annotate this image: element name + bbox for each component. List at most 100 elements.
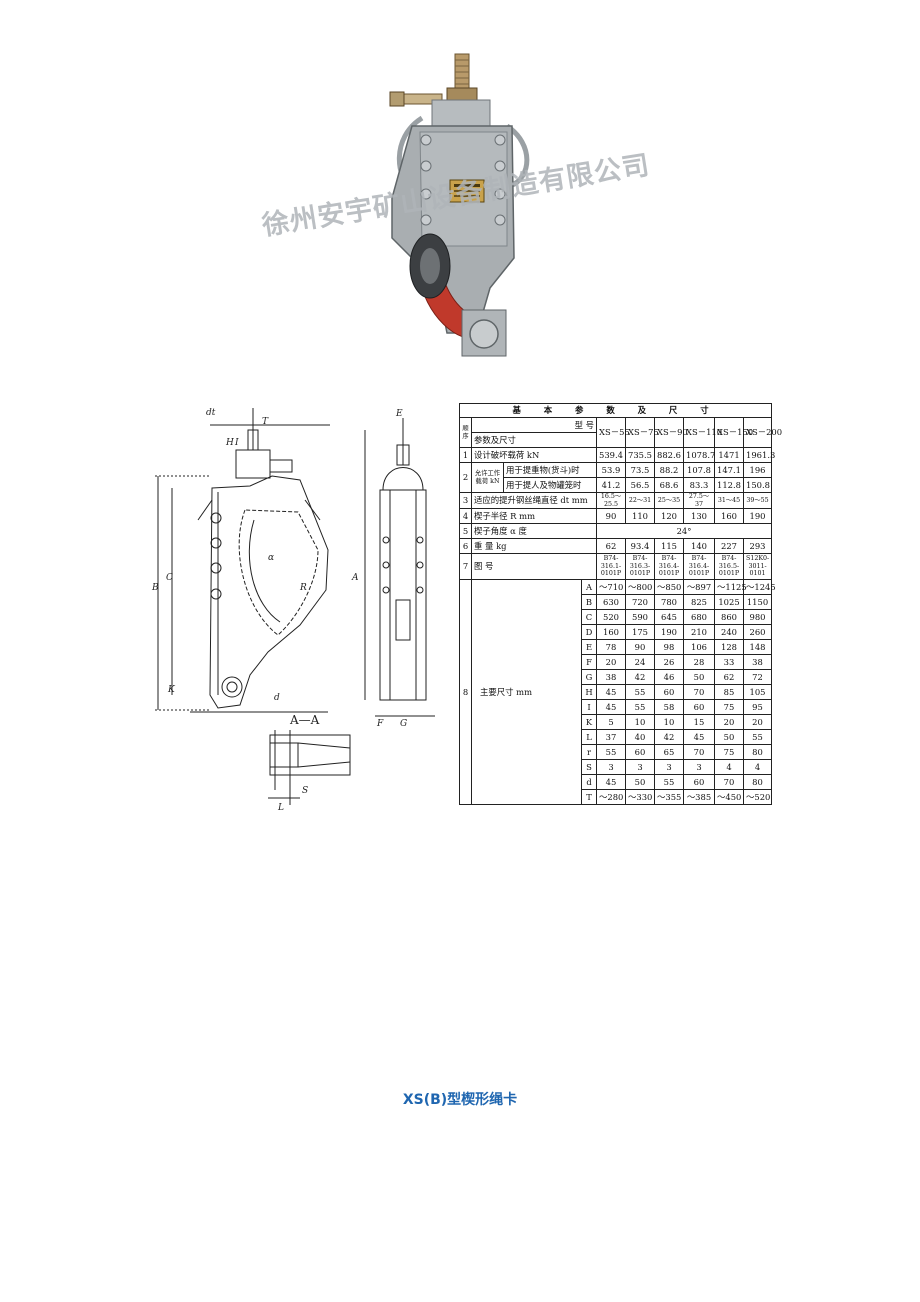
value-cell: 720: [625, 594, 655, 610]
row-label: 用于提重物(货斗)时: [503, 462, 597, 478]
row-label: 设计破坏载荷 kN: [471, 447, 597, 463]
value-cell: ～280: [596, 789, 626, 805]
value-cell: B74-316.5-0101P: [714, 553, 744, 580]
value-cell: 128: [714, 639, 744, 655]
value-cell: B74-316.4-0101P: [683, 553, 715, 580]
value-cell: 27.5～37: [683, 492, 715, 509]
row-label: 适应的提升钢丝绳直径 dt mm: [471, 492, 597, 509]
value-cell: 55: [654, 774, 684, 790]
value-cell: 50: [625, 774, 655, 790]
value-cell: 37: [596, 729, 626, 745]
drawing-svg: dt I H T B C A K E F G R α d S L A—A: [151, 408, 435, 813]
dimension-key: r: [581, 744, 597, 760]
dim-r-label: R: [299, 583, 307, 593]
value-cell: 68.6: [654, 477, 684, 493]
value-cell: 58: [654, 699, 684, 715]
value-cell: ～330: [625, 789, 655, 805]
value-cell: B74-316.3-0101P: [625, 553, 655, 580]
header-param: 参数及尺寸: [471, 432, 597, 448]
value-cell: 110: [625, 508, 655, 524]
value-cell: 39～55: [742, 492, 773, 509]
value-cell: ～450: [714, 789, 744, 805]
value-cell: 825: [683, 594, 715, 610]
value-cell: 107.8: [683, 462, 715, 478]
value-cell: 1961.3: [742, 447, 775, 463]
dim-c-label: C: [166, 573, 173, 583]
value-cell: 1025: [714, 594, 744, 610]
value-cell: 3: [596, 759, 626, 775]
value-cell: 293: [742, 538, 773, 554]
value-cell: 62: [714, 669, 744, 685]
dimension-key: F: [581, 654, 597, 670]
dimension-key: S: [581, 759, 597, 775]
value-cell: 56.5: [625, 477, 655, 493]
model-col: XS－75: [625, 417, 659, 448]
value-cell: 115: [654, 538, 684, 554]
value-cell: 38: [596, 669, 626, 685]
value-cell: 62: [596, 538, 626, 554]
dimension-key: d: [581, 774, 597, 790]
value-cell: 90: [625, 639, 655, 655]
value-cell: 80: [742, 774, 773, 790]
value-cell: 190: [742, 508, 773, 524]
value-cell: 590: [625, 609, 655, 625]
value-cell: 45: [596, 684, 626, 700]
value-cell: 24: [625, 654, 655, 670]
row-no: 4: [459, 508, 472, 524]
row-group-label: 允许工作载荷 kN: [471, 462, 504, 493]
value-cell: ～520: [742, 789, 773, 805]
value-cell: 70: [714, 774, 744, 790]
value-cell: 83.3: [683, 477, 715, 493]
value-cell: 112.8: [714, 477, 744, 493]
value-cell: 38: [742, 654, 773, 670]
value-cell: 3: [654, 759, 684, 775]
value-cell: B74-316.4-0101P: [654, 553, 684, 580]
value-cell: 93.4: [625, 538, 655, 554]
value-cell: 1150: [742, 594, 773, 610]
dim-s-label: S: [302, 786, 308, 796]
value-cell: 196: [742, 462, 773, 478]
value-cell: 46: [654, 669, 684, 685]
value-cell: 539.4: [596, 447, 626, 463]
dimension-key: D: [581, 624, 597, 640]
row-no: 2: [459, 462, 472, 493]
row-label: 重 量 kg: [471, 538, 597, 554]
value-cell: 45: [683, 729, 715, 745]
value-cell: ～850: [654, 579, 684, 595]
value-cell: 33: [714, 654, 744, 670]
value-cell: 10: [654, 714, 684, 730]
value-cell: 520: [596, 609, 626, 625]
value-cell: 4: [714, 759, 744, 775]
value-cell: 85: [714, 684, 744, 700]
value-cell: 150.8: [742, 477, 773, 493]
value-cell: 42: [625, 669, 655, 685]
value-cell: 645: [654, 609, 684, 625]
value-cell: S12K0-3011-0101: [742, 553, 773, 580]
section-aa-label: A—A: [289, 713, 320, 727]
value-cell: 53.9: [596, 462, 626, 478]
row-no: 3: [459, 492, 472, 509]
table-title: 基 本 参 数 及 尺 寸: [458, 403, 773, 418]
value-cell: B74-316.1-0101P: [596, 553, 626, 580]
value-cell: 90: [596, 508, 626, 524]
value-cell: ～355: [654, 789, 684, 805]
value-cell: ～897: [683, 579, 715, 595]
row-label: 图 号: [471, 553, 597, 580]
row-no: 6: [459, 538, 472, 554]
value-cell: 680: [683, 609, 715, 625]
value-cell: ～710: [596, 579, 626, 595]
value-cell: 41.2: [596, 477, 626, 493]
row-label: 楔子角度 α 度: [471, 523, 597, 539]
dimension-key: L: [581, 729, 597, 745]
value-cell: 980: [742, 609, 773, 625]
dimension-key: G: [581, 669, 597, 685]
value-cell: 65: [654, 744, 684, 760]
value-cell: 147.1: [714, 462, 744, 478]
value-cell: 3: [683, 759, 715, 775]
value-cell: 16.5～25.5: [596, 492, 626, 509]
